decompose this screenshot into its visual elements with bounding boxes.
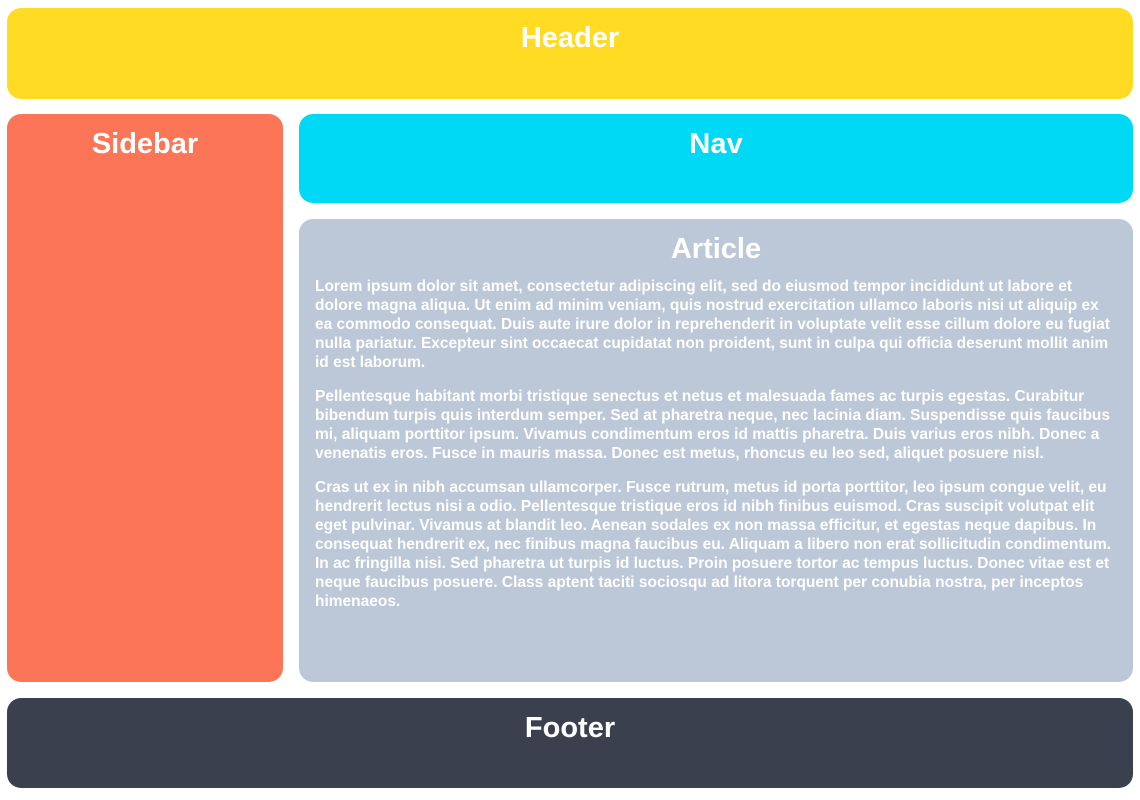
article-paragraph-3: Cras ut ex in nibh accumsan ullamcorper.… [315,479,1112,610]
middle-row: Sidebar Nav Article Lorem ipsum dolor si… [7,114,1133,682]
footer-panel: Footer [7,698,1133,788]
nav-title: Nav [689,128,743,160]
article-title: Article [670,233,762,265]
article-paragraph-1: Lorem ipsum dolor sit amet, consectetur … [315,278,1110,371]
sidebar-panel: Sidebar [7,114,283,682]
article-panel: Article Lorem ipsum dolor sit amet, cons… [299,219,1133,682]
header-title: Header [520,22,620,54]
footer-title: Footer [524,712,616,744]
header-panel: Header [7,8,1133,99]
sidebar-title: Sidebar [91,128,199,160]
main-column: Nav Article Lorem ipsum dolor sit amet, … [299,114,1133,682]
article-paragraph-2: Pellentesque habitant morbi tristique se… [315,388,1110,462]
nav-panel: Nav [299,114,1133,203]
